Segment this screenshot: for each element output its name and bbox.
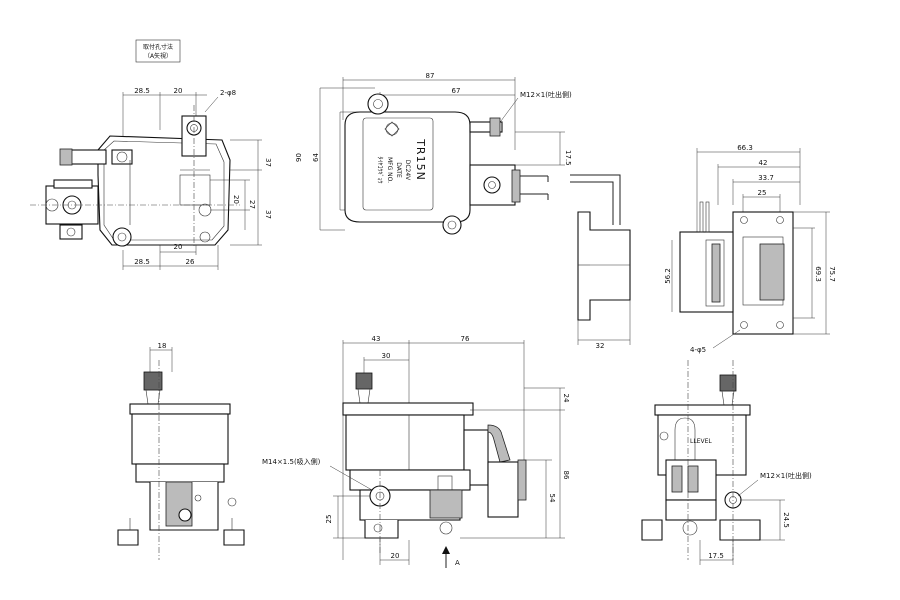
dim-86: 86 (562, 471, 570, 480)
model-label: TR15N (414, 138, 427, 181)
dim-17-5-top: 17.5 (564, 150, 572, 166)
dim-26: 26 (186, 258, 195, 266)
dim-76: 76 (461, 335, 470, 343)
plate-line-2: MFG NO. (386, 157, 393, 183)
dim-20-bottom: 20 (174, 243, 183, 251)
pump-top-view: 90 64 87 67 M12×1(吐出側) TR15N ﾀｲﾔｺｳｷﾞｮｳ M… (295, 72, 572, 235)
thread-outlet-right: M12×1(吐出側) (760, 471, 812, 480)
level-label: LLEVEL (690, 438, 712, 445)
dim-20-right: 20 (232, 195, 240, 204)
dim-20-top: 20 (174, 87, 183, 95)
dim-64: 64 (312, 153, 320, 162)
dim-33-7: 33.7 (758, 174, 774, 182)
dim-28-5-top: 28.5 (134, 87, 150, 95)
dim-24-5: 24.5 (782, 512, 790, 528)
side-block-view: 32 (570, 174, 631, 350)
dim-32: 32 (596, 342, 605, 350)
dim-54: 54 (548, 494, 556, 503)
thread-outlet-top: M12×1(吐出側) (520, 90, 572, 99)
plate-line-4: DC24V (404, 160, 411, 181)
thread-inlet: M14×1.5(吸入側) (262, 457, 321, 466)
dim-67: 67 (452, 87, 461, 95)
dim-75-7: 75.7 (828, 266, 836, 282)
dim-43: 43 (372, 335, 381, 343)
dim-69-3: 69.3 (814, 266, 822, 282)
dim-28-5-bottom: 28.5 (134, 258, 150, 266)
main-front-view: 43 76 30 24 86 54 (262, 335, 570, 568)
right-side-view: LLEVEL M12×1(吐出側) 24.5 17.5 (641, 360, 812, 565)
mounting-note-box: 取付孔寸法 （A矢視） (135, 39, 181, 63)
dim-90: 90 (295, 153, 303, 162)
mounting-note-line2: （A矢視） (144, 52, 172, 60)
left-front-view: 18 (117, 342, 245, 560)
dim-42: 42 (759, 159, 768, 167)
mounting-note-line1: 取付孔寸法 (143, 43, 173, 51)
hole-label-4-phi5: 4-φ5 (690, 346, 706, 354)
plate-line-1: ﾀｲﾔｺｳｷﾞｮｳ (376, 156, 383, 183)
dim-20-front: 20 (391, 552, 400, 560)
dim-17-5-right: 17.5 (708, 552, 724, 560)
dim-37-a: 37 (264, 158, 272, 167)
mounting-bracket-view: 66.3 42 33.7 25 69.3 75.7 56.2 (664, 144, 836, 354)
hole-label-2-phi8: 2-φ8 (220, 89, 236, 97)
dim-18: 18 (158, 342, 167, 350)
dim-37-b: 37 (264, 210, 272, 219)
dim-25-front: 25 (325, 515, 333, 524)
dim-56-2: 56.2 (664, 268, 672, 284)
top-left-plan-view: 28.5 20 2-φ8 (30, 87, 272, 270)
dim-27: 27 (248, 200, 256, 209)
dim-66-3: 66.3 (737, 144, 753, 152)
dim-87: 87 (426, 72, 435, 80)
dim-25: 25 (758, 189, 767, 197)
plate-line-3: DATE (395, 162, 402, 178)
dim-24: 24 (562, 394, 570, 403)
arrow-label-a: A (455, 559, 460, 567)
dim-30: 30 (382, 352, 391, 360)
